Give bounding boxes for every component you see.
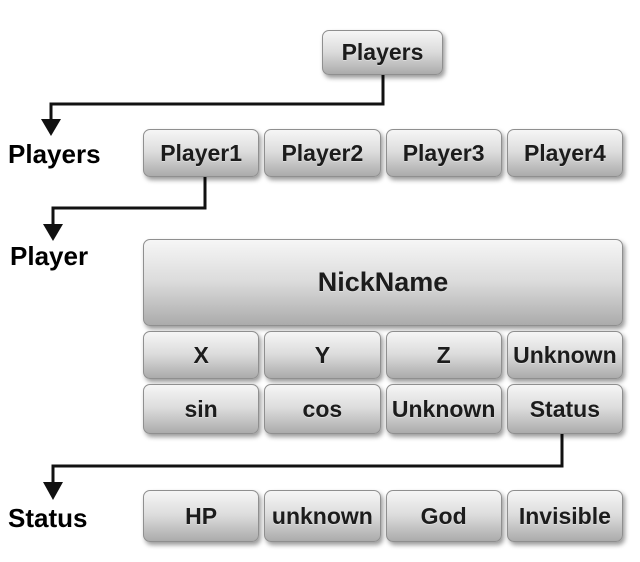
node-nickname: NickName [143, 239, 623, 326]
connector-status-to-status [51, 434, 564, 484]
node-invisible: Invisible [506, 490, 623, 542]
node-unknown2: Unknown [385, 384, 502, 434]
node-players-root: Players [322, 30, 443, 75]
arrowhead-player [43, 224, 63, 241]
section-label-player: Player [10, 241, 89, 271]
node-z: Z [385, 331, 502, 379]
node-god: God [385, 490, 502, 542]
connector-player1-to-player [51, 177, 207, 226]
player-attributes-row1: X Y Z Unknown [143, 331, 623, 379]
player-attributes-row2: sin cos Unknown Status [143, 384, 623, 434]
connector-root-to-players [49, 74, 385, 121]
node-x: X [143, 331, 260, 379]
node-status-cell: Status [506, 384, 623, 434]
node-hp: HP [143, 490, 260, 542]
node-sin: sin [143, 384, 260, 434]
node-player3: Player3 [385, 129, 502, 177]
status-row: HP unknown God Invisible [143, 490, 623, 542]
section-label-players: Players [8, 139, 101, 169]
node-player4: Player4 [506, 129, 623, 177]
arrowhead-status [43, 482, 63, 500]
node-unknown1: Unknown [506, 331, 623, 379]
node-player2: Player2 [264, 129, 381, 177]
node-unknown3: unknown [264, 490, 381, 542]
node-player1: Player1 [143, 129, 260, 177]
node-cos: cos [264, 384, 381, 434]
arrowhead-players [41, 119, 61, 136]
section-label-status: Status [8, 503, 88, 533]
players-row: Player1 Player2 Player3 Player4 [143, 129, 623, 177]
node-y: Y [264, 331, 381, 379]
